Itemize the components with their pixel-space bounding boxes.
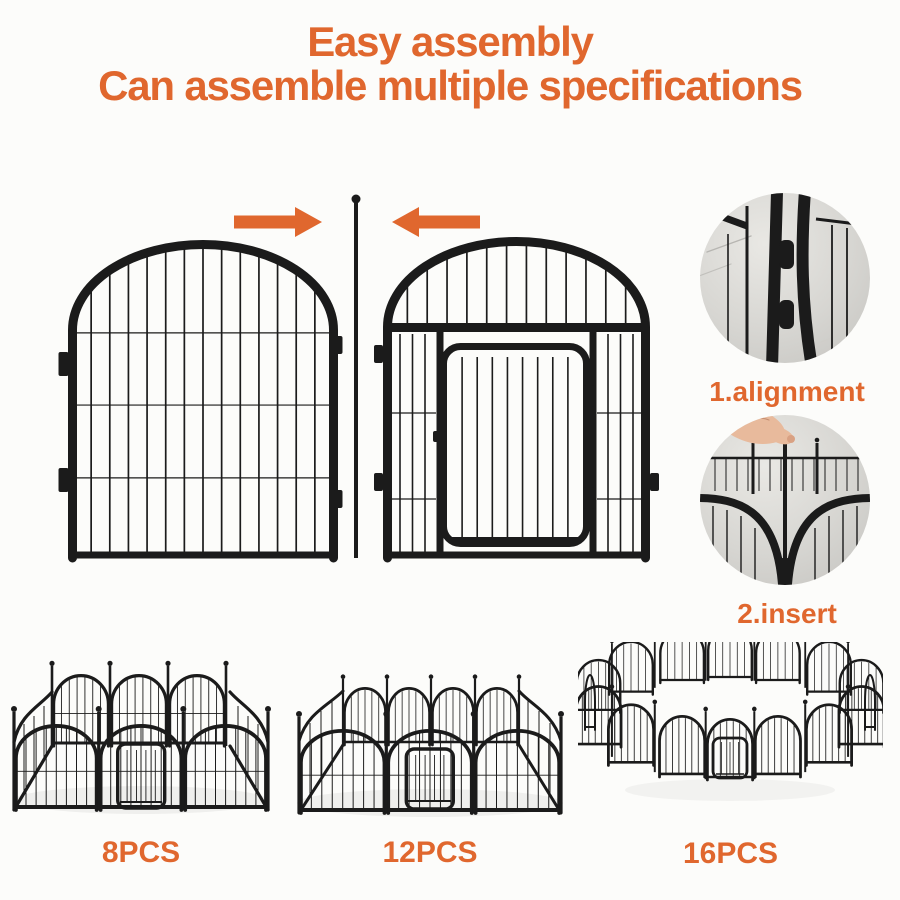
arched-panel <box>805 642 852 696</box>
config-16pcs-illustration <box>578 642 883 801</box>
step-1-label: 1.alignment <box>709 376 865 407</box>
title-line-2: Can assemble multiple specifications <box>98 62 803 109</box>
arched-panel <box>299 729 387 815</box>
step-2-figure: 2.insert <box>697 412 877 630</box>
config-8pcs-figure: 8PCS <box>6 648 276 870</box>
arrow-left-icon <box>392 207 480 237</box>
arched-panel <box>14 724 99 812</box>
arched-panel <box>110 674 168 748</box>
alignment-closeup <box>700 193 866 363</box>
title-block: Easy assembly Can assemble multiple spec… <box>0 20 900 108</box>
arched-panel <box>607 703 656 767</box>
arched-panel <box>343 687 387 747</box>
config-12pcs-label: 12PCS <box>382 836 478 869</box>
arched-panel <box>584 674 596 731</box>
assembly-illustration <box>58 194 659 563</box>
arched-panel <box>473 729 562 815</box>
arched-panel <box>608 642 655 696</box>
arched-panel <box>837 685 883 749</box>
title-line-1: Easy assembly <box>307 18 594 65</box>
step-2-label: 2.insert <box>737 598 837 629</box>
arched-panel <box>864 674 876 731</box>
connector-rod <box>351 194 361 558</box>
config-12pcs-figure: 12PCS <box>285 645 575 870</box>
arched-panel <box>659 642 706 685</box>
arrow-right-icon <box>234 207 322 237</box>
step-1-figure: 1.alignment <box>697 190 877 408</box>
config-8pcs-illustration <box>11 660 271 814</box>
arched-panel <box>658 715 707 779</box>
alignment-closeup-photo <box>700 193 870 363</box>
config-16pcs-figure: 16PCS <box>578 642 883 871</box>
arched-panel <box>804 703 853 767</box>
arched-panel <box>387 687 431 747</box>
fence-panel-left <box>58 240 343 563</box>
insert-closeup-photo <box>700 415 870 585</box>
arched-panel <box>183 724 268 812</box>
config-8pcs-label: 8PCS <box>101 836 181 869</box>
arched-panel <box>754 642 801 685</box>
fence-panel-with-door <box>374 237 659 563</box>
config-16pcs-label: 16PCS <box>682 837 779 870</box>
arched-panel <box>753 715 802 779</box>
arched-panel <box>707 642 753 682</box>
config-12pcs-illustration <box>296 674 564 817</box>
